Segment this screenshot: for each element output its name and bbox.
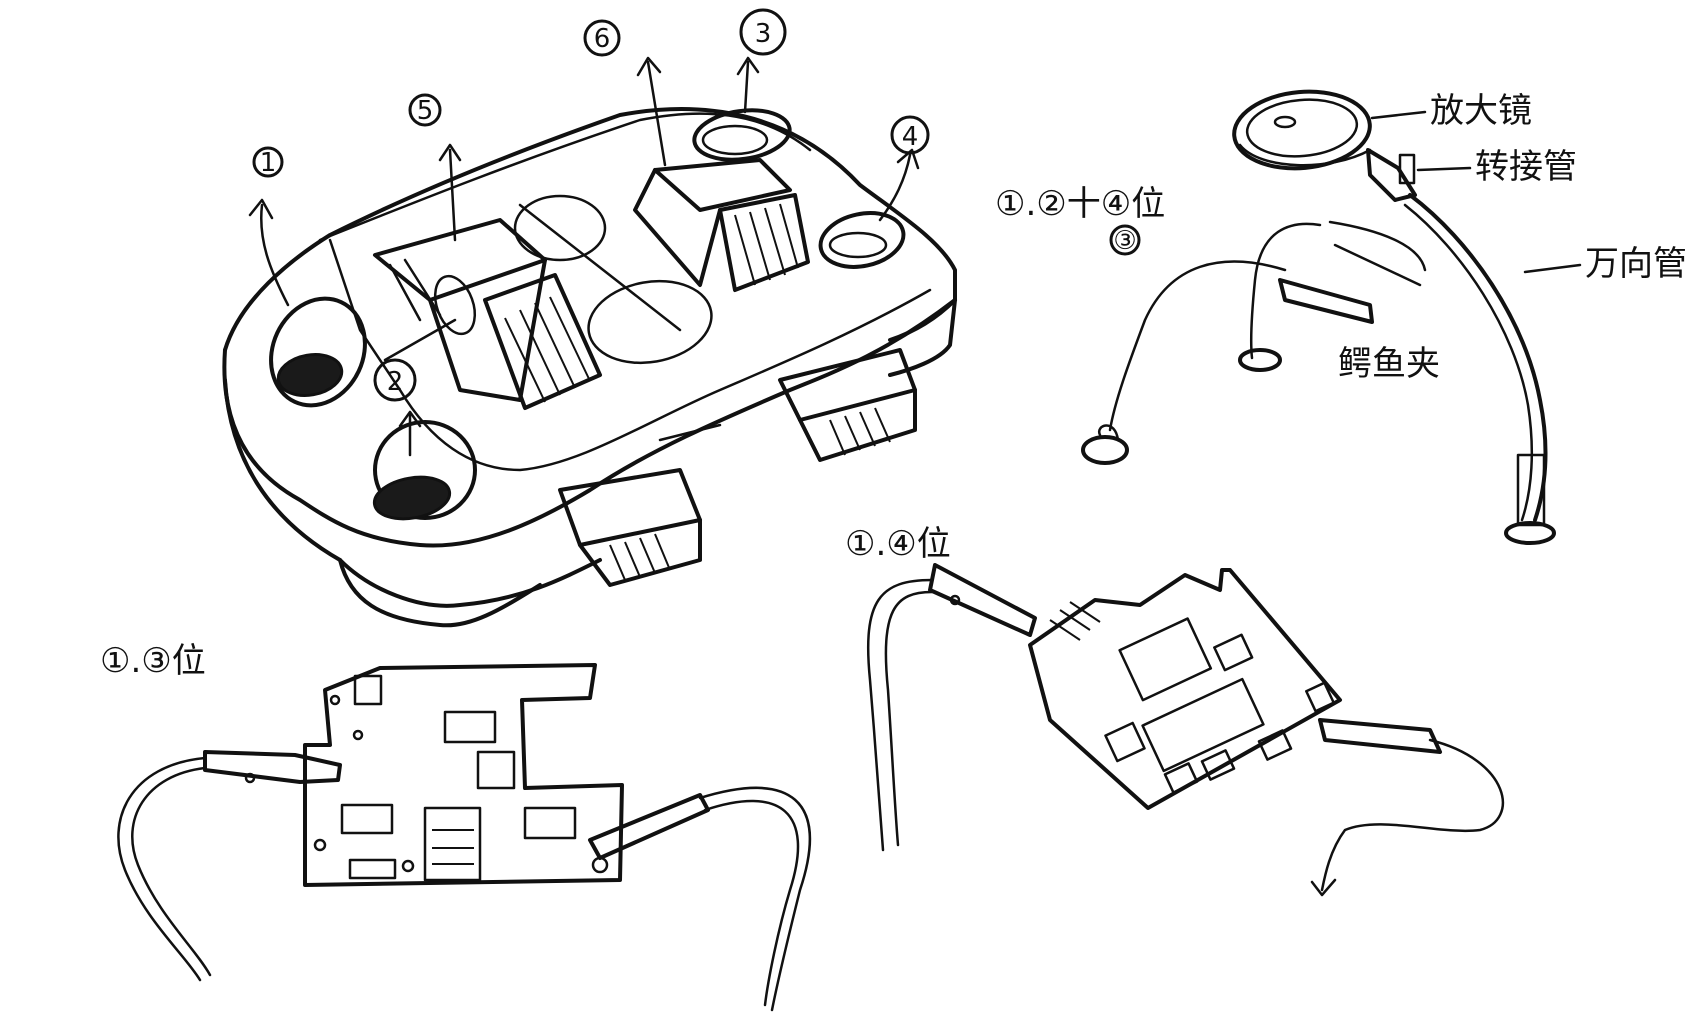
adapter-tube-label: 转接管 [1416, 147, 1577, 187]
svg-text:3: 3 [755, 19, 772, 49]
combo-position-label: ①.②十④位 [995, 184, 1165, 224]
circuit-board-right-sketch [866, 563, 1505, 897]
callout-4: 4 [890, 115, 930, 155]
svg-text:6: 6 [594, 24, 611, 54]
combo-sub-label: ③ [1109, 224, 1141, 256]
magnifier-accessory-sketch [1081, 89, 1556, 545]
magnifier-label: 放大镜 [1370, 91, 1532, 131]
callout-6: 6 [583, 19, 621, 57]
callout-1: 1 [252, 146, 284, 178]
svg-text:2: 2 [387, 367, 404, 397]
callout-3: 3 [739, 8, 787, 56]
svg-text:万向管: 万向管 [1585, 244, 1687, 284]
svg-text:5: 5 [417, 96, 434, 126]
callout-arrows [248, 56, 920, 457]
svg-text:放大镜: 放大镜 [1430, 91, 1532, 131]
svg-text:1: 1 [260, 148, 277, 178]
board-14-label: ①.④位 [845, 524, 951, 564]
gooseneck-label: 万向管 [1523, 244, 1687, 284]
callout-2: 2 [373, 358, 417, 402]
svg-text:③: ③ [1113, 226, 1136, 256]
board-13-label: ①.③位 [100, 641, 206, 681]
device-body-sketch [222, 107, 957, 628]
svg-text:4: 4 [902, 122, 919, 152]
callout-5: 5 [408, 93, 442, 127]
alligator-clip-label: 鳄鱼夹 [1338, 344, 1440, 384]
circuit-board-left-sketch [117, 663, 811, 1012]
svg-text:转接管: 转接管 [1475, 147, 1577, 187]
